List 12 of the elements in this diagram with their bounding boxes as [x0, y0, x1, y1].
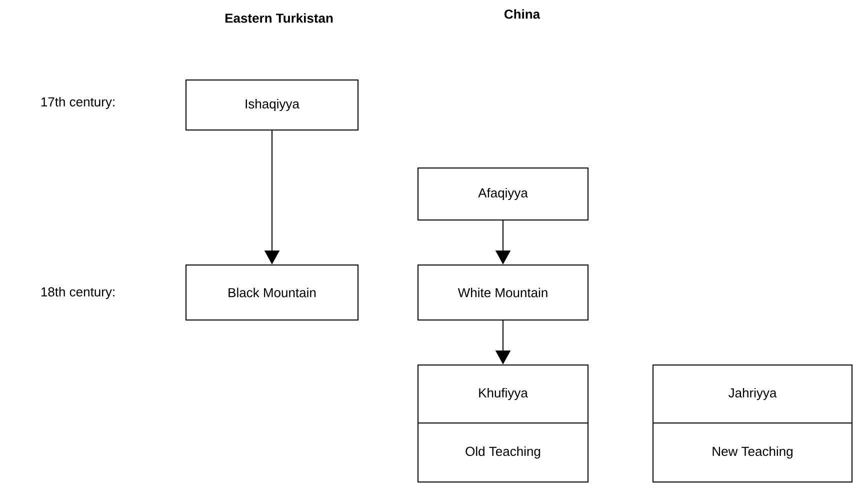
text-box: White Mountain	[418, 264, 588, 320]
century-label: 18th century:	[41, 286, 114, 300]
century-label: 17th century:	[41, 96, 114, 110]
text-box: Afaqiyya	[418, 168, 588, 220]
text-box: Black Mountain	[186, 264, 358, 320]
column-heading: China	[504, 9, 540, 19]
text-box: Jahriyya	[652, 364, 852, 424]
column-heading: Eastern Turkistan	[225, 13, 333, 23]
text-box: Ishaqiyya	[186, 80, 358, 130]
text-box: Khufiyya	[418, 364, 588, 424]
text-box: Old Teaching	[418, 422, 588, 482]
text-box: New Teaching	[652, 422, 852, 482]
